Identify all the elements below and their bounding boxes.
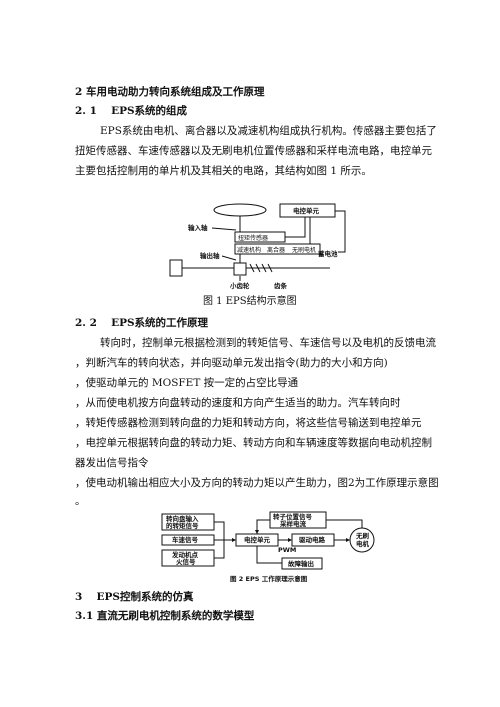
fig2-label-fault: 故障输出 — [288, 559, 314, 568]
fig1-label-rack: 齿条 — [274, 281, 288, 290]
fig2-label-motor-1: 无刷 — [355, 532, 370, 540]
figure-2-eps-principle: 转向盘输入 的转矩信号 车速信号 发动机点 火信号 电控单元 PWM 驱动电路 … — [161, 511, 375, 570]
figure-1-eps-structure: 输入轴 扭矩传感器 减速机构 离合器 无刷电机 电控单元 蓄电池 输出轴 小齿轮… — [169, 203, 346, 290]
fig2-label-steer-input-2: 的转矩信号 — [166, 521, 199, 530]
fig2-label-speed-signal: 车速信号 — [172, 535, 199, 544]
paragraph-2-2-line: ，电控单元根据转向盘的转动力矩、转动方向和车辆速度等数据向电动机控制 — [75, 437, 432, 449]
paragraph-2-2-line: 转向时，控制单元根据检测到的转矩信号、车速信号以及电机的反馈电流 — [100, 337, 436, 349]
paragraph-2-2-line: ，从而使电机按方向盘转动的速度和方向产生适当的助力。汽车转向时 — [75, 397, 401, 409]
fig2-label-rotor-2: 采样电流 — [280, 519, 307, 528]
fig1-label-pinion: 小齿轮 — [229, 281, 250, 290]
fig1-actuator-box — [234, 243, 321, 255]
section-3-heading: 3 EPS控制系统的仿真 — [75, 591, 194, 603]
fig1-label-bldc: 无刷电机 — [292, 246, 316, 254]
figure-1-caption: 图 1 EPS结构示意图 — [203, 296, 297, 307]
fig1-label-input-shaft: 输入轴 — [188, 223, 208, 232]
fig2-label-pwm: PWM — [278, 546, 296, 554]
fig2-label-rotor-1: 转子位置信号 — [273, 512, 313, 521]
fig2-label-engine-2: 火信号 — [176, 557, 196, 566]
section-2-2-heading: 2. 2 EPS系统的工作原理 — [75, 317, 209, 329]
paragraph-2-2-line: 器发出信号指令 — [75, 457, 149, 469]
fig1-pinion-box — [233, 262, 247, 276]
section-2-1-heading: 2. 1 EPS系统的组成 — [75, 105, 188, 117]
fig2-label-drive: 驱动电路 — [299, 535, 326, 544]
paragraph-2-2-line: ，转矩传感器检测到转向盘的力矩和转动方向，将这些信号输送到电控单元 — [75, 417, 422, 429]
paragraph-2-2-line: 。 — [75, 495, 86, 507]
figure-2-caption: 图 2 EPS 工作原理示意图 — [230, 575, 308, 583]
fig1-rack-housing — [169, 259, 183, 277]
fig2-label-ecu: 电控单元 — [244, 535, 271, 544]
fig2-label-motor-2: 电机 — [356, 539, 370, 548]
paragraph-2-2-line: ，判断汽车的转向状态，并向驱动单元发出指令(助力的大小和方向) — [75, 357, 388, 369]
fig2-label-engine-1: 发动机点 — [171, 550, 199, 559]
fig1-label-reducer: 减速机构 — [237, 246, 261, 254]
section-3-1-heading: 3.1 直流无刷电机控制系统的数学模型 — [75, 610, 255, 622]
section-2-heading: 2 车用电动助力转向系统组成及工作原理 — [75, 86, 265, 98]
paragraph-2-1-line: 主要包括控制用的单片机及其相关的电路，其结构如图 1 所示。 — [75, 165, 372, 177]
fig1-label-torque-sensor: 扭矩传感器 — [238, 234, 268, 242]
steering-wheel-icon — [213, 203, 267, 217]
paragraph-2-2-line: ，使驱动单元的 MOSFET 按一定的占空比导通 — [75, 377, 299, 389]
paragraph-2-2-line: ，使电动机输出相应大小及方向的转动力矩以产生助力，图2为工作原理示意图 — [75, 477, 439, 489]
fig1-label-battery: 蓄电池 — [318, 249, 338, 258]
paragraph-2-1-line: 扭矩传感器、车速传感器以及无刷电机位置传感器和采样电流电路，电控单元 — [75, 145, 432, 157]
fig2-label-steer-input-1: 转向盘输入 — [166, 514, 199, 523]
fig1-label-ecu: 电控单元 — [293, 206, 320, 215]
paragraph-2-1-line: EPS系统由电机、离合器以及减速机构组成执行机构。传感器主要包括了 — [100, 125, 437, 137]
fig1-label-clutch: 离合器 — [267, 246, 285, 254]
fig1-label-output-shaft: 输出轴 — [200, 251, 220, 260]
